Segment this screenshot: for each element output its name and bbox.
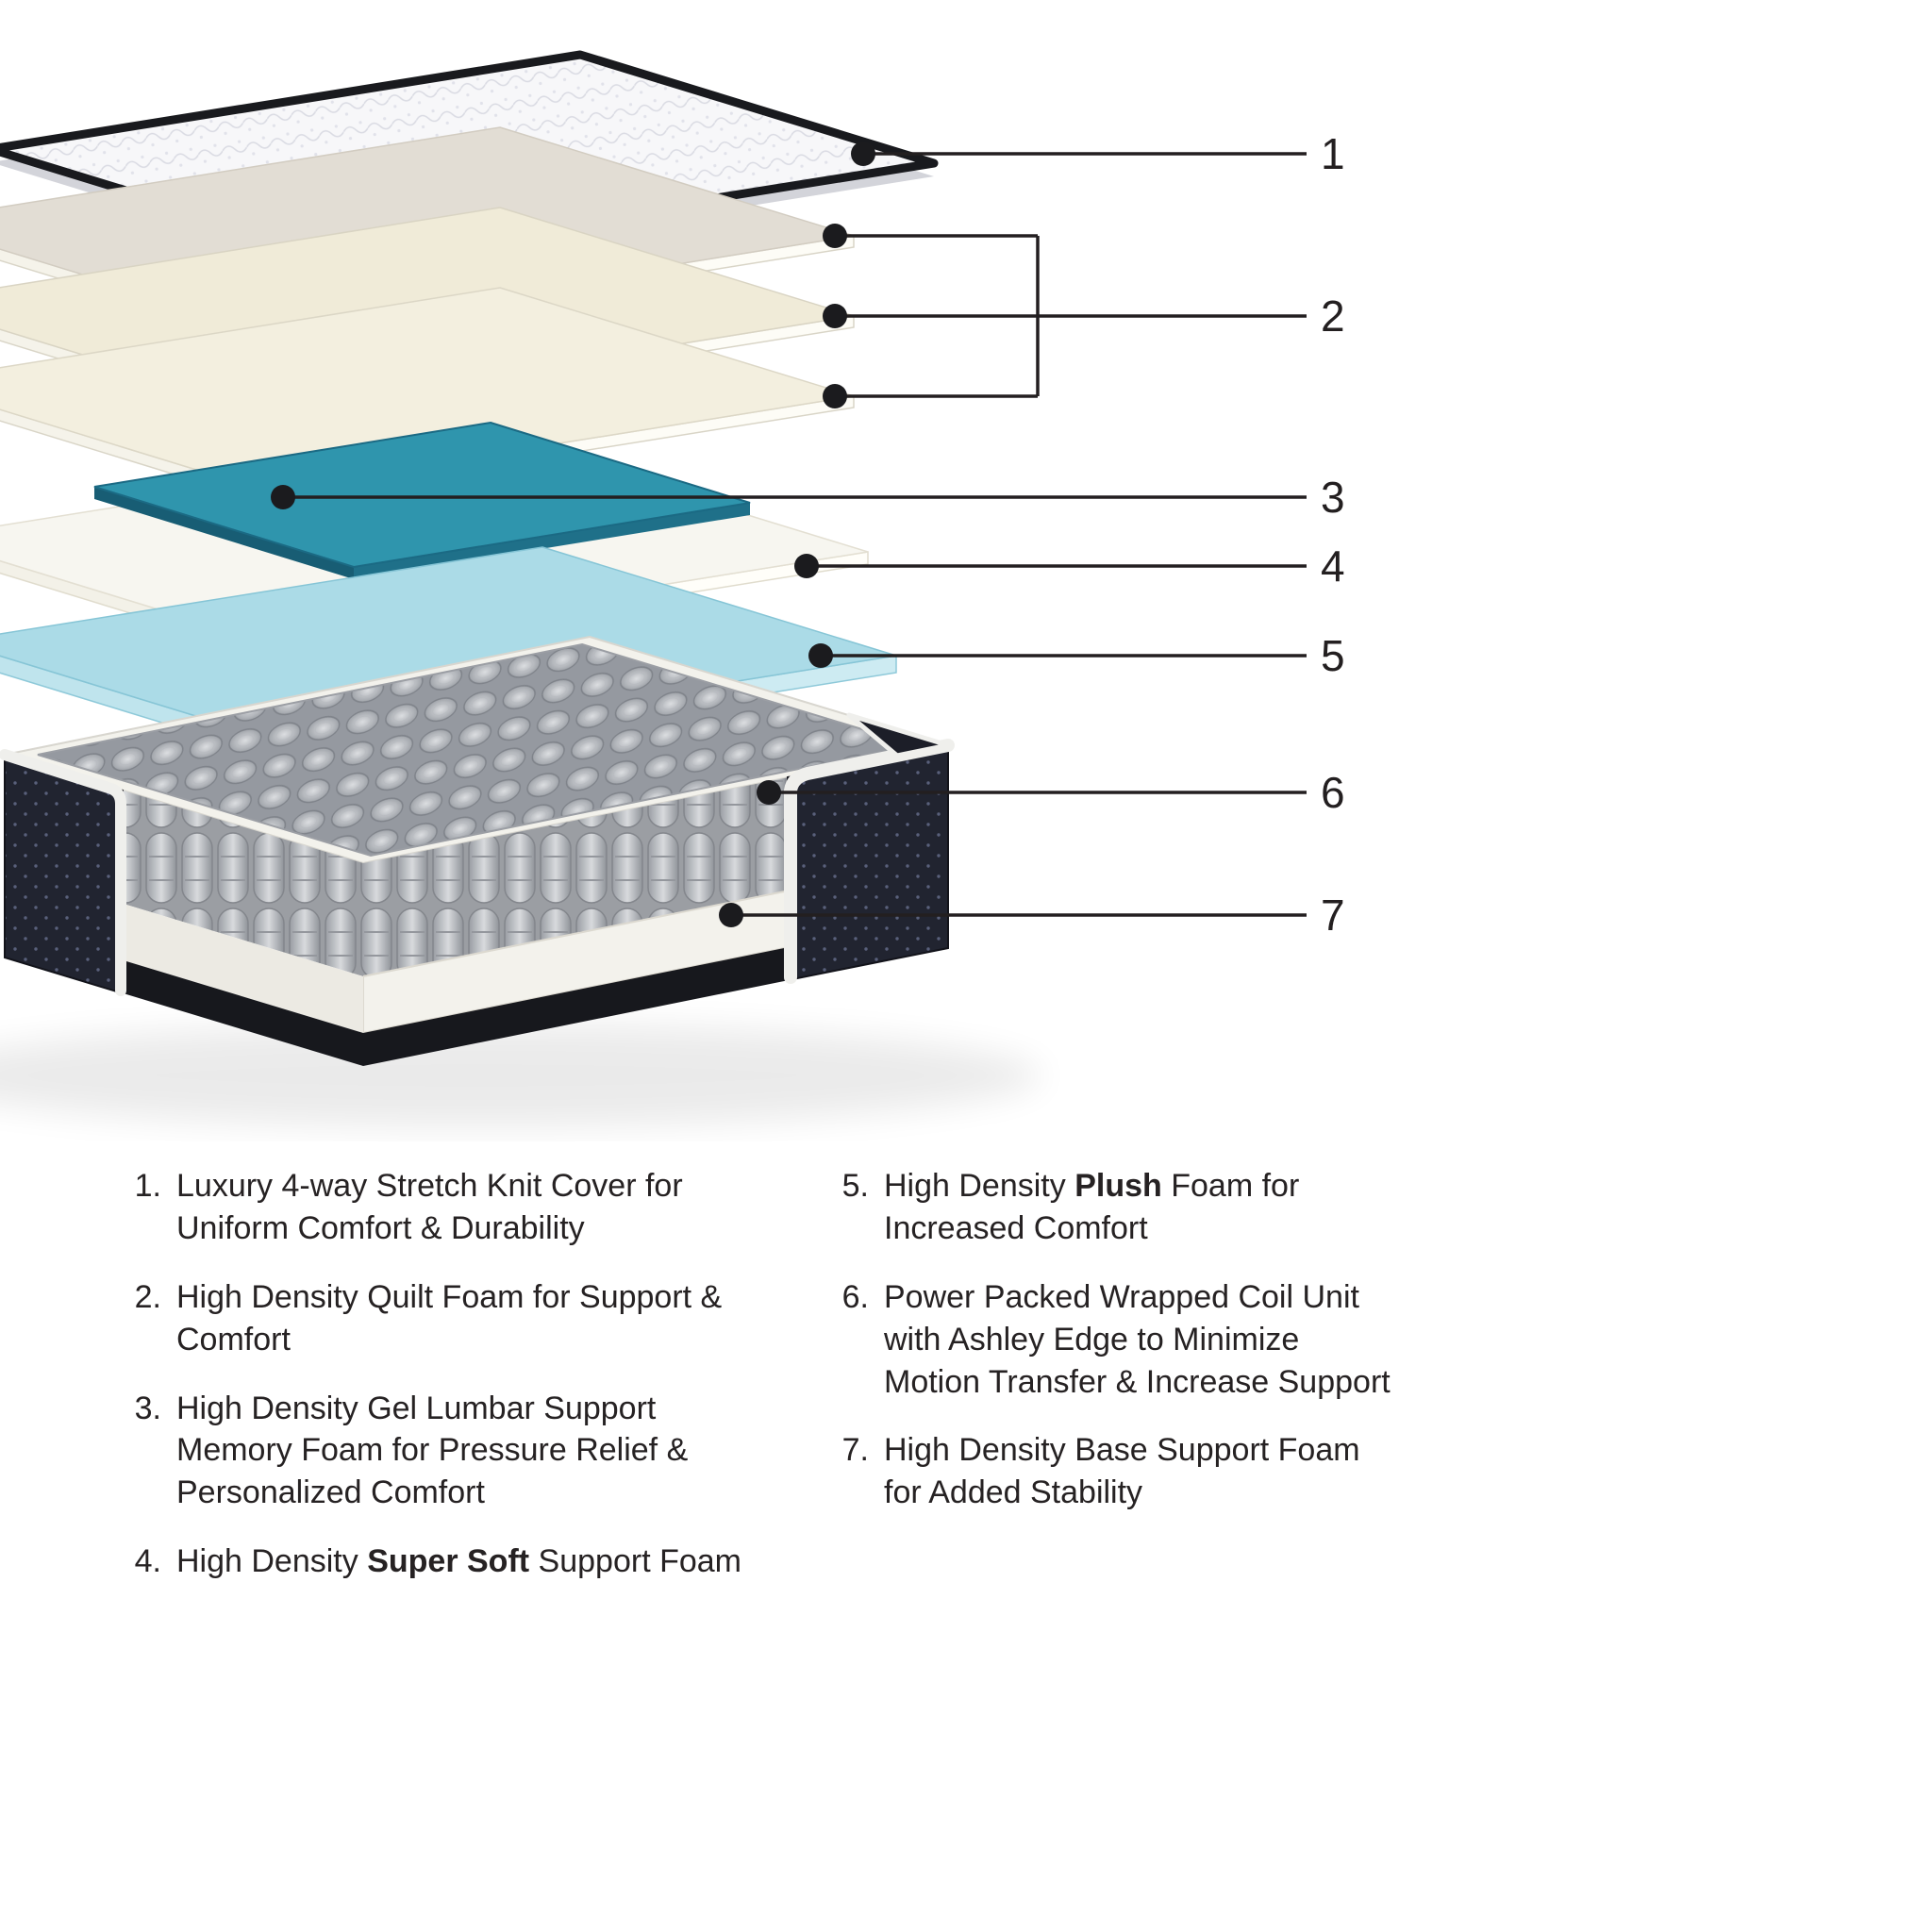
callout-number-5: 5 [1321, 631, 1345, 680]
mattress-exploded-svg: 1 2 3 4 5 6 7 [0, 50, 1345, 1127]
callout-dot-2c [823, 384, 847, 408]
legend-item-number: 3. [134, 1390, 161, 1426]
callout-dot-4 [794, 554, 819, 578]
gel-side-right [354, 503, 750, 579]
callout-number-7: 7 [1321, 891, 1345, 940]
legend: 1. Luxury 4-way Stretch Knit Cover for U… [118, 1165, 1391, 1583]
coil-unit-top-field [37, 642, 916, 858]
callout-number-1: 1 [1321, 129, 1345, 178]
gel-lumbar-layer [93, 421, 751, 579]
legend-item-text: High Density Quilt Foam for Support & Co… [176, 1278, 723, 1357]
callout-number-2: 2 [1321, 291, 1345, 341]
callout-dot-6 [757, 780, 781, 805]
callout-dot-3 [271, 485, 295, 509]
fabric-corner-flap [846, 712, 951, 758]
callout-number-4: 4 [1321, 541, 1345, 591]
legend-item-number: 6. [841, 1278, 869, 1315]
gel-top [93, 421, 751, 569]
floor-shadow [0, 1024, 1042, 1127]
exploded-diagram: 1 2 3 4 5 6 7 [0, 50, 1345, 1127]
legend-item-7: 7. High Density Base Support Foam for Ad… [825, 1429, 1391, 1514]
callout-dots [271, 142, 875, 927]
callout-number-6: 6 [1321, 768, 1345, 817]
legend-item-text: Luxury 4-way Stretch Knit Cover for Unif… [176, 1168, 683, 1246]
legend-item-3: 3. High Density Gel Lumbar Support Memor… [118, 1388, 778, 1515]
foam-edge-cut-right [784, 739, 955, 984]
coil-unit-and-base [0, 635, 955, 1066]
legend-item-2: 2. High Density Quilt Foam for Support &… [118, 1276, 778, 1361]
legend-item-5: 5. High Density Plush Foam for Increased… [825, 1165, 1391, 1250]
legend-item-text: High Density Plush Foam for Increased Co… [884, 1168, 1300, 1246]
legend-item-number: 5. [841, 1168, 869, 1204]
callout-lines [283, 152, 1307, 917]
callout-dot-5 [808, 643, 833, 668]
legend-item-text: Power Packed Wrapped Coil Unit with Ashl… [884, 1278, 1391, 1400]
legend-item-number: 7. [841, 1432, 869, 1469]
legend-item-number: 2. [134, 1278, 161, 1315]
callout-dot-2a [823, 224, 847, 248]
legend-column-right: 5. High Density Plush Foam for Increased… [825, 1165, 1391, 1583]
legend-item-number: 1. [134, 1168, 161, 1204]
legend-item-text: High Density Super Soft Support Foam [176, 1543, 741, 1580]
foam-edge-cut-left [0, 749, 126, 996]
callout-numbers: 1 2 3 4 5 6 7 [1321, 129, 1345, 940]
legend-item-text: High Density Base Support Foam for Added… [884, 1432, 1360, 1511]
legend-item-number: 4. [134, 1543, 161, 1580]
legend-item-text: High Density Gel Lumbar Support Memory F… [176, 1390, 689, 1511]
callout-dot-2b [823, 304, 847, 328]
legend-item-1: 1. Luxury 4-way Stretch Knit Cover for U… [118, 1165, 778, 1250]
legend-item-6: 6. Power Packed Wrapped Coil Unit with A… [825, 1276, 1391, 1404]
legend-item-4: 4. High Density Super Soft Support Foam [118, 1541, 778, 1583]
callout-dot-7 [719, 903, 743, 927]
legend-column-left: 1. Luxury 4-way Stretch Knit Cover for U… [118, 1165, 778, 1583]
gel-side-left [94, 487, 354, 579]
fabric-border-right [787, 743, 949, 982]
callout-dot-1 [851, 142, 875, 166]
callout-number-3: 3 [1321, 473, 1345, 522]
